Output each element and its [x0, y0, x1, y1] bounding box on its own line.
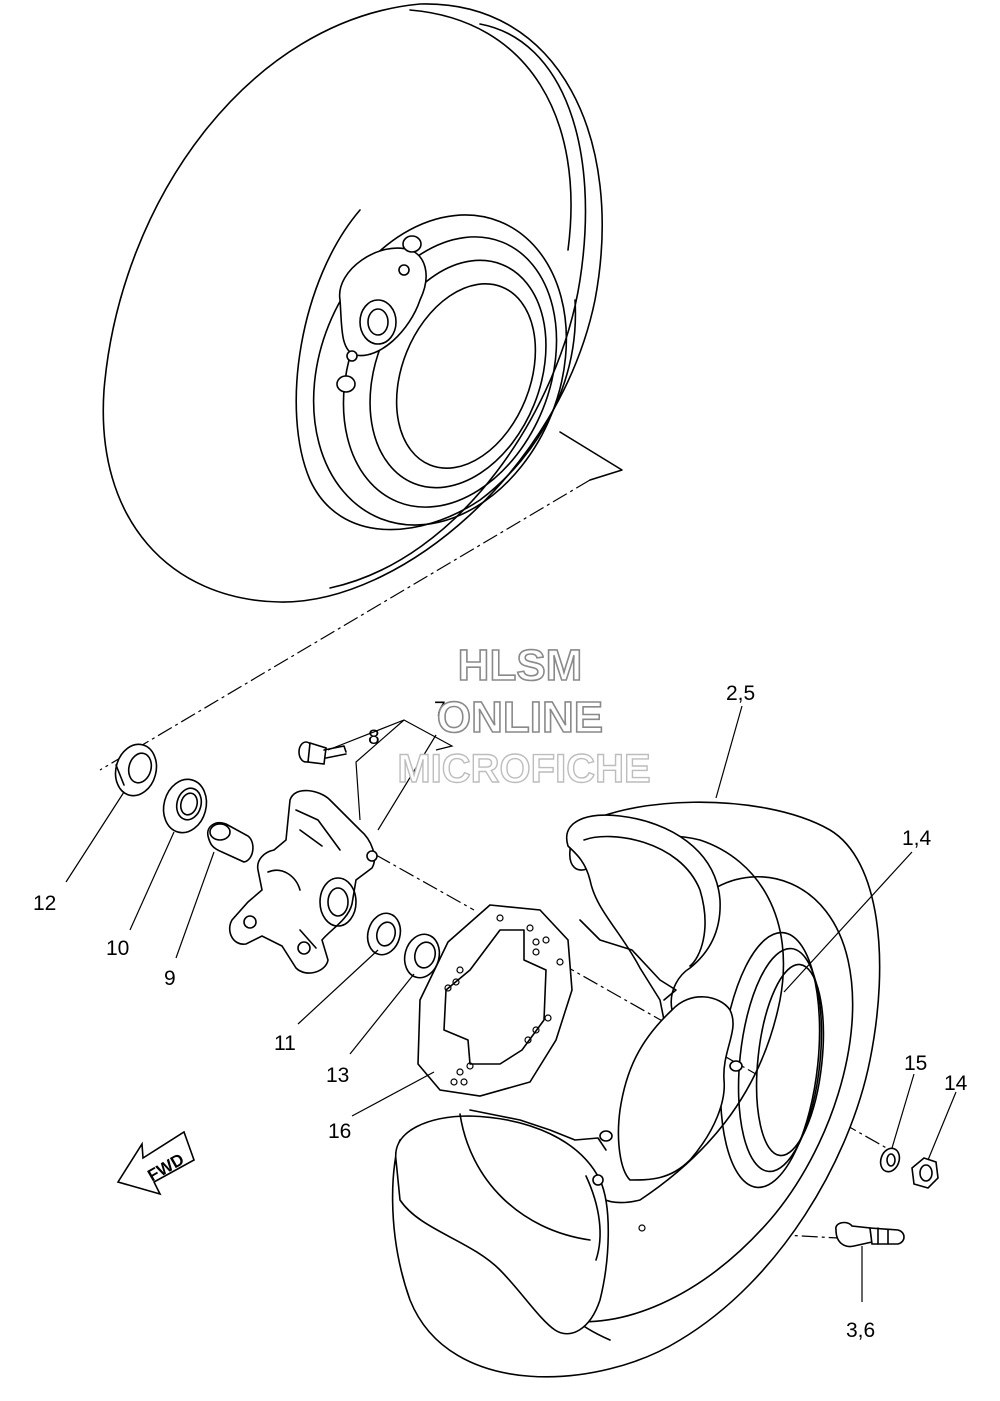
- callout-labels: 12 10 9 8 7 11 13 16 2,5 1,4 15 14 3,6: [33, 682, 968, 1342]
- callout-8: 8: [368, 726, 380, 749]
- callout-3-6: 3,6: [846, 1319, 875, 1342]
- plate-16: [417, 904, 573, 1097]
- rim-outer-half: [565, 814, 825, 1189]
- callout-2-5: 2,5: [726, 682, 755, 705]
- watermark-line-3: MICROFICHE: [397, 747, 650, 791]
- bearing-11: [366, 912, 402, 956]
- callout-1-4: 1,4: [902, 827, 932, 850]
- washer-15: [879, 1147, 901, 1173]
- spacer-9: [206, 821, 254, 863]
- front-hub-knuckle: [228, 789, 378, 974]
- callout-11: 11: [274, 1032, 296, 1055]
- callout-7: 7: [434, 698, 446, 721]
- valve-3-6: [835, 1221, 905, 1248]
- watermark-line-2: ONLINE: [437, 693, 603, 742]
- callout-9: 9: [164, 967, 176, 990]
- callout-12: 12: [33, 892, 56, 915]
- forward-direction-arrow: FWD: [116, 1130, 195, 1196]
- watermark-line-1: HLSM: [458, 641, 583, 690]
- callout-16: 16: [328, 1120, 351, 1143]
- leader-lines: [65, 705, 957, 1302]
- watermark: HLSM ONLINE MICROFICHE: [397, 640, 652, 792]
- assembly-line-main: [99, 479, 591, 771]
- bearing-12: [114, 743, 158, 797]
- rim-inner-half: [395, 1109, 646, 1335]
- callout-15: 15: [904, 1052, 927, 1075]
- bearing-10: [162, 778, 208, 834]
- callout-10: 10: [106, 937, 129, 960]
- bolt-8: [298, 741, 347, 765]
- callout-13: 13: [326, 1064, 349, 1087]
- plate-bolt-holes: [444, 914, 564, 1086]
- assembled-wheel: [102, 3, 623, 603]
- assembly-line-hub: [375, 854, 475, 911]
- callout-14: 14: [944, 1072, 968, 1095]
- nut-14: [911, 1157, 939, 1189]
